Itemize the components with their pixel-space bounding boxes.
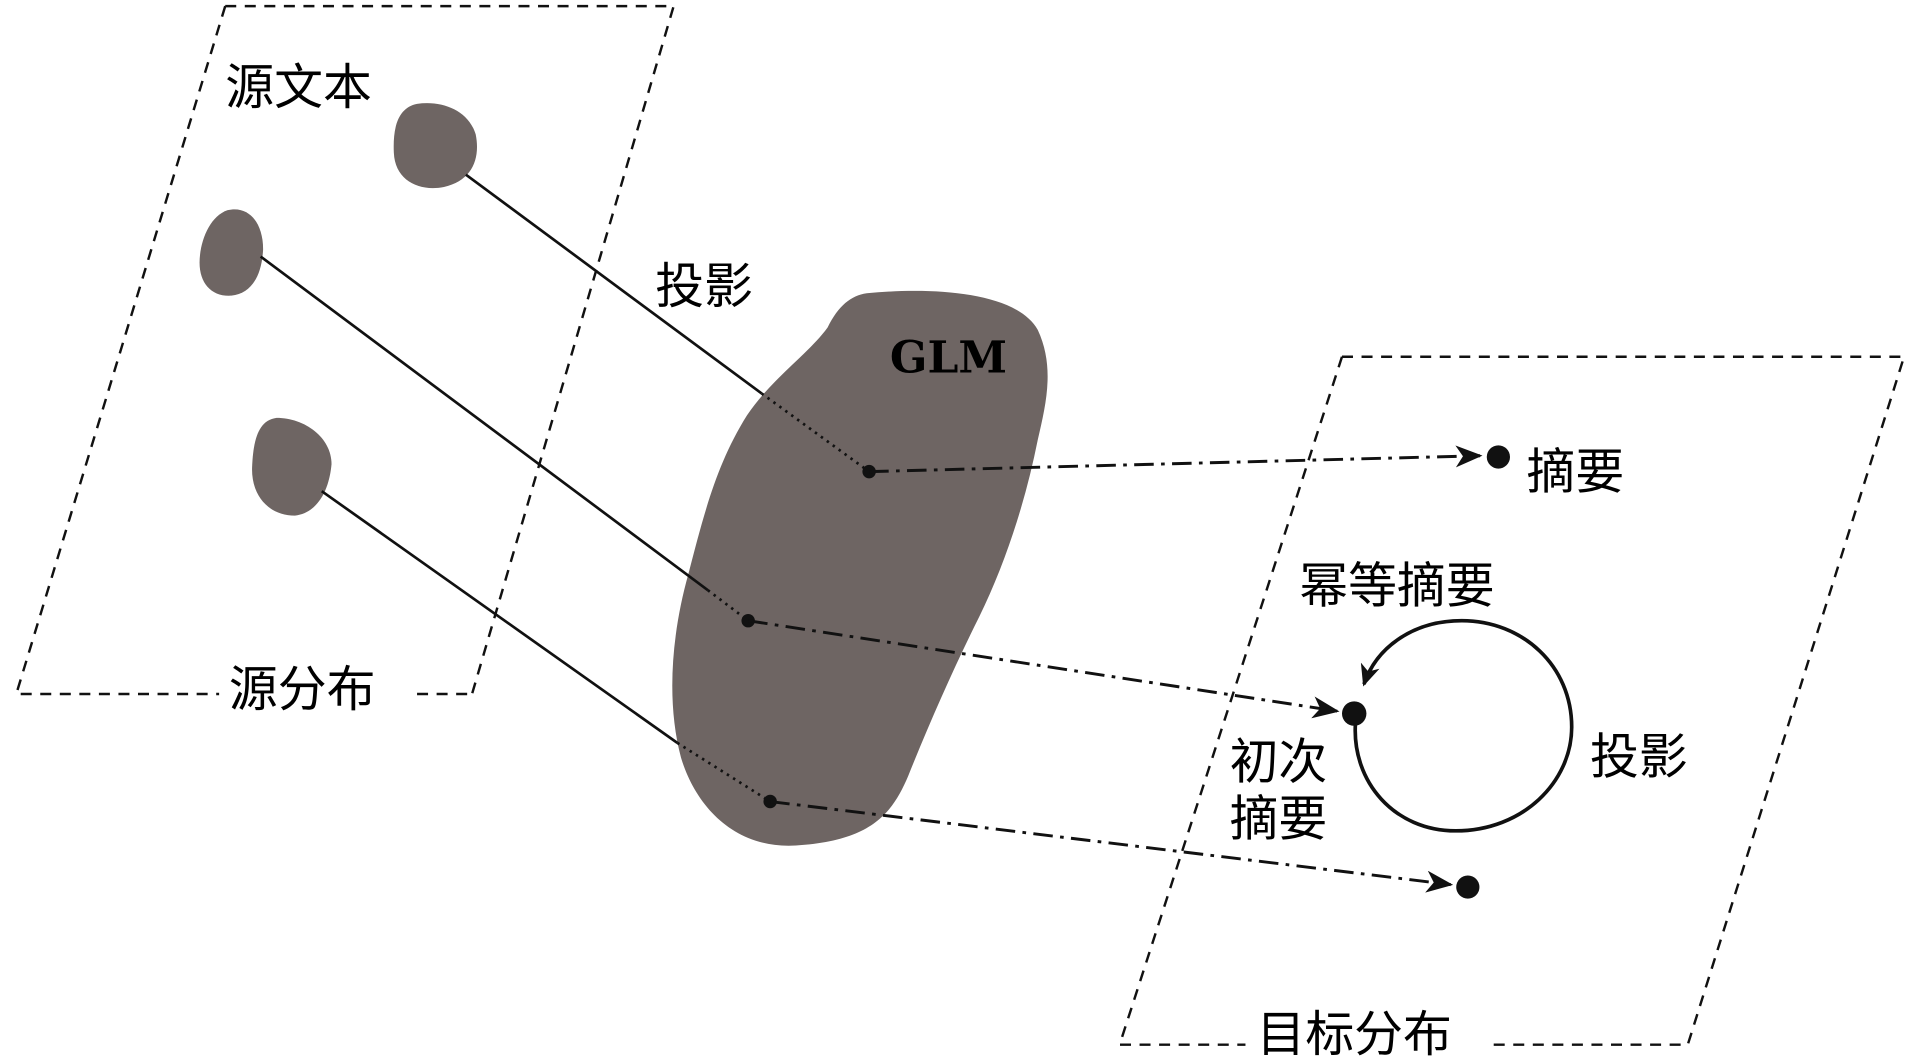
mapping-arrow-2 bbox=[747, 619, 1340, 719]
glm-label: GLM bbox=[890, 333, 1007, 384]
projection-line-2-solid bbox=[259, 255, 709, 592]
initial-summary-label-line1: 初次 bbox=[1230, 733, 1328, 790]
initial-summary-label-line2: 摘要 bbox=[1230, 791, 1328, 848]
idempotent-loop bbox=[1353, 618, 1574, 833]
source-blob-middle bbox=[199, 209, 264, 296]
mapping-arrow-3 bbox=[769, 800, 1454, 893]
idempotent-summary-label: 幂等摘要 bbox=[1299, 557, 1494, 614]
loop-projection-label: 投影 bbox=[1590, 728, 1688, 785]
projection-line-3-solid bbox=[320, 490, 679, 744]
target-plane-outline-left bbox=[1117, 356, 1344, 1046]
target-plane bbox=[1117, 355, 1906, 1046]
target-distribution-label: 目标分布 bbox=[1256, 1006, 1451, 1063]
source-text-label: 源文本 bbox=[225, 59, 372, 116]
projection-lines bbox=[259, 173, 870, 803]
mapping-arrows bbox=[747, 445, 1483, 893]
source-blob-top bbox=[393, 103, 478, 189]
projection-label: 投影 bbox=[655, 258, 753, 315]
projection-line-2-dotted bbox=[707, 589, 749, 622]
glm-point-2 bbox=[741, 613, 755, 628]
target-point-bottom bbox=[1456, 875, 1480, 899]
target-plane-outline-right bbox=[1341, 355, 1906, 1046]
projection-line-1-dotted bbox=[760, 392, 870, 473]
target-point-initial-summary bbox=[1341, 701, 1367, 726]
glm-blob bbox=[672, 290, 1048, 846]
summary-label: 摘要 bbox=[1526, 444, 1624, 501]
source-distribution-label: 源分布 bbox=[229, 661, 376, 718]
projection-line-1-solid bbox=[465, 173, 763, 395]
target-point-summary bbox=[1486, 445, 1510, 469]
mapping-arrow-1 bbox=[869, 445, 1483, 474]
source-blob-bottom bbox=[252, 417, 332, 516]
source-plane-outline-left bbox=[14, 5, 227, 696]
